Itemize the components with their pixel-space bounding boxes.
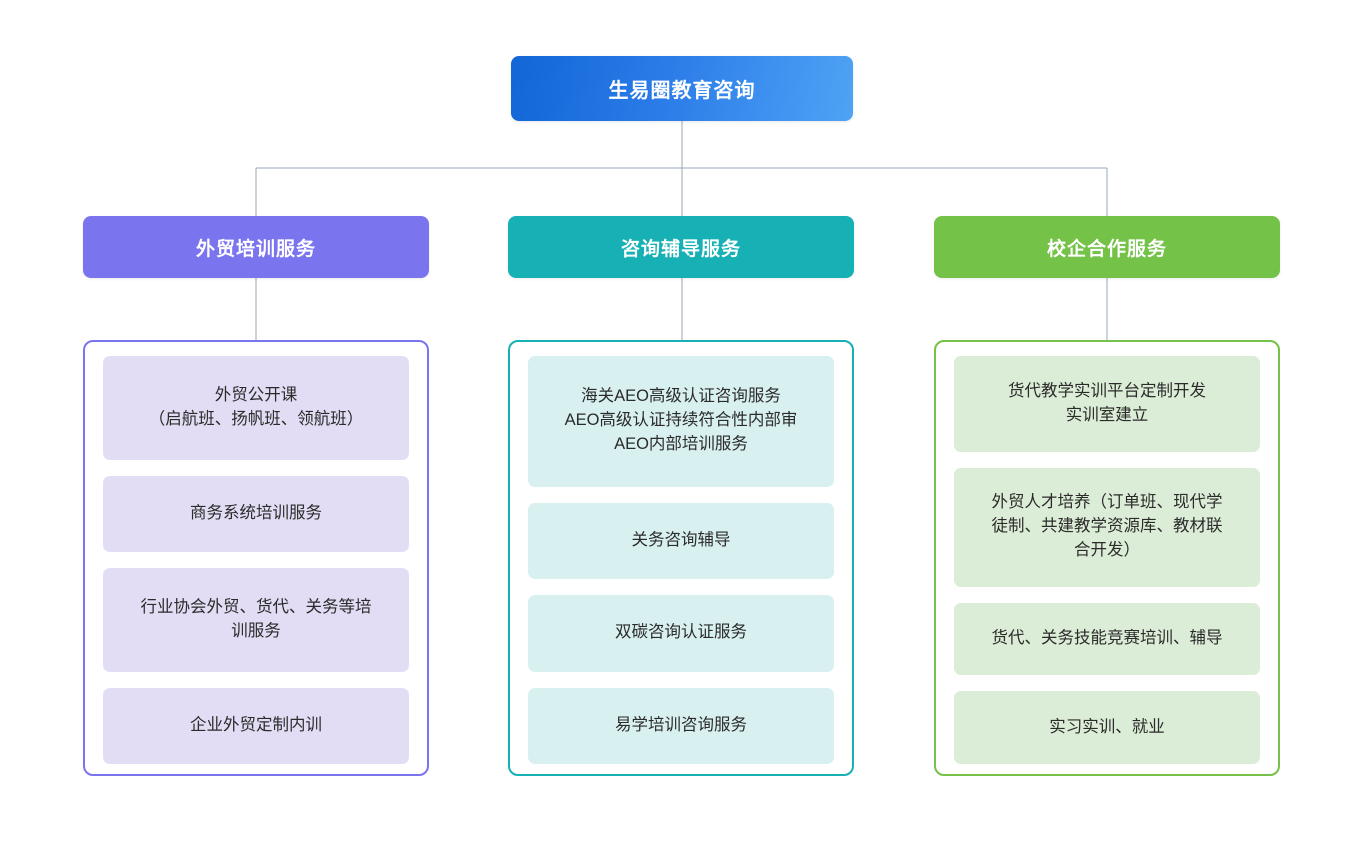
category-header-2[interactable]: 校企合作服务: [934, 216, 1280, 278]
service-card[interactable]: 商务系统培训服务: [103, 475, 409, 552]
category-header-label-1: 咨询辅导服务: [620, 238, 741, 260]
service-card-line: 实习实训、就业: [1049, 717, 1165, 736]
service-card-text: 货代教学实训平台定制开发实训室建立: [1008, 380, 1206, 428]
branch-column-1: 咨询辅导服务 海关AEO高级认证咨询服务 AEO高级认证持续符合性内部审 AEO内部…: [508, 0, 854, 844]
service-card-line: 徒制、共建教学资源库、教材联: [991, 517, 1223, 536]
service-card[interactable]: 双碳咨询认证服务: [528, 595, 834, 672]
service-card-line: 双碳咨询认证服务: [615, 623, 747, 642]
category-header-1[interactable]: 咨询辅导服务: [508, 216, 854, 278]
service-card[interactable]: 行业协会外贸、货代、关务等培训服务: [103, 568, 409, 672]
service-card-text: 行业协会外贸、货代、关务等培训服务: [141, 596, 372, 644]
service-card-line: 关务咨询辅导: [631, 530, 731, 549]
service-card-line: 训服务: [231, 621, 281, 640]
service-card-line: 外贸人才培养（订单班、现代学: [991, 493, 1223, 512]
service-card[interactable]: 货代教学实训平台定制开发实训室建立: [954, 356, 1260, 452]
service-card[interactable]: 货代、关务技能竞赛培训、辅导: [954, 602, 1260, 676]
branch-column-0: 外贸培训服务 外贸公开课 （启航班、扬帆班、领航班） 商务系统培训服务行业协会外贸、…: [83, 0, 429, 844]
service-card-line: AEO高级认证持续符合性内部审: [564, 411, 798, 430]
service-card-line: 实训室建立: [1065, 405, 1149, 424]
service-card[interactable]: 外贸公开课 （启航班、扬帆班、领航班）: [103, 356, 409, 460]
service-card-text: 海关AEO高级认证咨询服务 AEO高级认证持续符合性内部审 AEO内部培训服务: [565, 385, 798, 457]
service-card-line: 外贸公开课: [214, 385, 298, 404]
service-card-text: 企业外贸定制内训: [190, 714, 322, 738]
root-node[interactable]: 生易圈教育咨询: [511, 56, 853, 121]
service-card-text: 实习实训、就业: [1049, 716, 1165, 740]
service-card[interactable]: 企业外贸定制内训: [103, 687, 409, 764]
service-card-line: （启航班、扬帆班、领航班）: [148, 409, 364, 428]
service-card[interactable]: 易学培训咨询服务: [528, 687, 834, 764]
service-card-line: 商务系统培训服务: [190, 503, 322, 522]
service-card-text: 商务系统培训服务: [190, 502, 322, 526]
service-card-line: 货代教学实训平台定制开发: [1008, 381, 1206, 400]
service-card[interactable]: 外贸人才培养（订单班、现代学徒制、共建教学资源库、教材联合开发）: [954, 467, 1260, 587]
branch-column-2: 校企合作服务 货代教学实训平台定制开发实训室建立外贸人才培养（订单班、现代学徒制…: [934, 0, 1280, 844]
service-card-line: 货代、关务技能竞赛培训、辅导: [991, 629, 1223, 648]
service-card-line: 合开发）: [1074, 541, 1140, 560]
service-card-text: 外贸人才培养（订单班、现代学徒制、共建教学资源库、教材联合开发）: [992, 491, 1223, 563]
category-header-label-2: 校企合作服务: [1046, 238, 1167, 260]
service-card-text: 关务咨询辅导: [632, 529, 731, 553]
service-card-line: 行业协会外贸、货代、关务等培: [140, 597, 372, 616]
service-card[interactable]: 关务咨询辅导: [528, 502, 834, 579]
items-panel-2: 货代教学实训平台定制开发实训室建立外贸人才培养（订单班、现代学徒制、共建教学资源…: [934, 340, 1280, 776]
service-card-text: 货代、关务技能竞赛培训、辅导: [992, 627, 1223, 651]
service-card-line: 企业外贸定制内训: [190, 715, 322, 734]
service-card[interactable]: 海关AEO高级认证咨询服务 AEO高级认证持续符合性内部审 AEO内部培训服务: [528, 356, 834, 487]
service-card[interactable]: 实习实训、就业: [954, 691, 1260, 764]
items-panel-0: 外贸公开课 （启航班、扬帆班、领航班） 商务系统培训服务行业协会外贸、货代、关务等培…: [83, 340, 429, 776]
service-card-text: 外贸公开课 （启航班、扬帆班、领航班）: [149, 384, 364, 432]
service-card-line: 易学培训咨询服务: [615, 715, 747, 734]
service-card-line: AEO内部培训服务: [614, 435, 748, 454]
root-node-label: 生易圈教育咨询: [608, 80, 756, 102]
service-card-text: 双碳咨询认证服务: [615, 621, 747, 645]
service-card-line: 海关AEO高级认证咨询服务: [581, 387, 781, 406]
category-header-label-0: 外贸培训服务: [195, 238, 316, 260]
service-card-text: 易学培训咨询服务: [615, 714, 747, 738]
items-panel-1: 海关AEO高级认证咨询服务 AEO高级认证持续符合性内部审 AEO内部培训服务关务咨…: [508, 340, 854, 776]
category-header-0[interactable]: 外贸培训服务: [83, 216, 429, 278]
